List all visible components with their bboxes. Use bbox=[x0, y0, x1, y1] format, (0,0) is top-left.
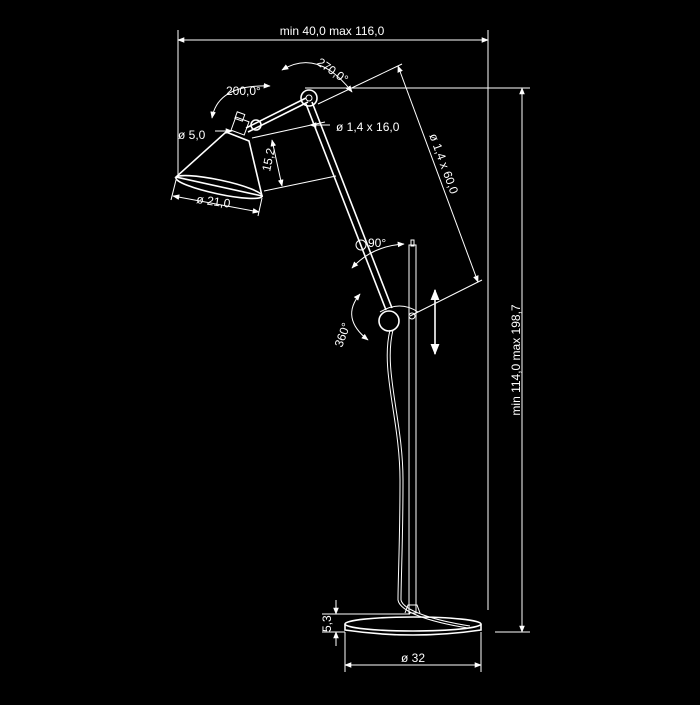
base-dia-dimension: ø 32 bbox=[344, 632, 482, 672]
width-dimension: min 40,0 max 116,0 bbox=[177, 24, 489, 610]
rotation-200-label: 200,0° bbox=[226, 84, 261, 98]
rotation-270-label: 270,0° bbox=[314, 55, 351, 87]
rotation-270-indicator: 270,0° bbox=[281, 55, 353, 93]
shade-top-dia-label: ø 5,0 bbox=[178, 128, 206, 142]
rotation-200-indicator: 200,0° bbox=[210, 82, 271, 119]
shade-height-dimension: 15,2 bbox=[251, 121, 337, 192]
angle-90-indicator: 90° bbox=[351, 236, 405, 269]
base-height-label: 5,3 bbox=[320, 615, 334, 632]
shade-dia-label: ø 21,0 bbox=[196, 192, 232, 211]
shade-height-label: 15,2 bbox=[259, 147, 278, 173]
long-arm-dimension: ø 1,4 x 60,0 bbox=[317, 63, 483, 317]
angle-90-label: 90° bbox=[368, 236, 386, 250]
power-cable bbox=[386, 329, 471, 629]
small-arm-label: ø 1,4 x 16,0 bbox=[336, 120, 400, 134]
long-arm-label: ø 1,4 x 60,0 bbox=[426, 131, 461, 196]
height-range-label: min 114,0 max 198,7 bbox=[509, 304, 523, 416]
lamp-shade bbox=[174, 89, 318, 200]
base-dia-label: ø 32 bbox=[401, 651, 425, 665]
lamp-base bbox=[344, 604, 482, 636]
rotation-360-label: 360° bbox=[332, 321, 354, 349]
shade-dia-dimension: ø 21,0 bbox=[170, 179, 263, 217]
width-range-label: min 40,0 max 116,0 bbox=[280, 24, 385, 38]
shade-top-dimension: ø 5,0 bbox=[178, 128, 233, 142]
base-height-dimension: 5,3 bbox=[320, 600, 410, 646]
rotation-360-indicator: 360° bbox=[332, 293, 369, 349]
